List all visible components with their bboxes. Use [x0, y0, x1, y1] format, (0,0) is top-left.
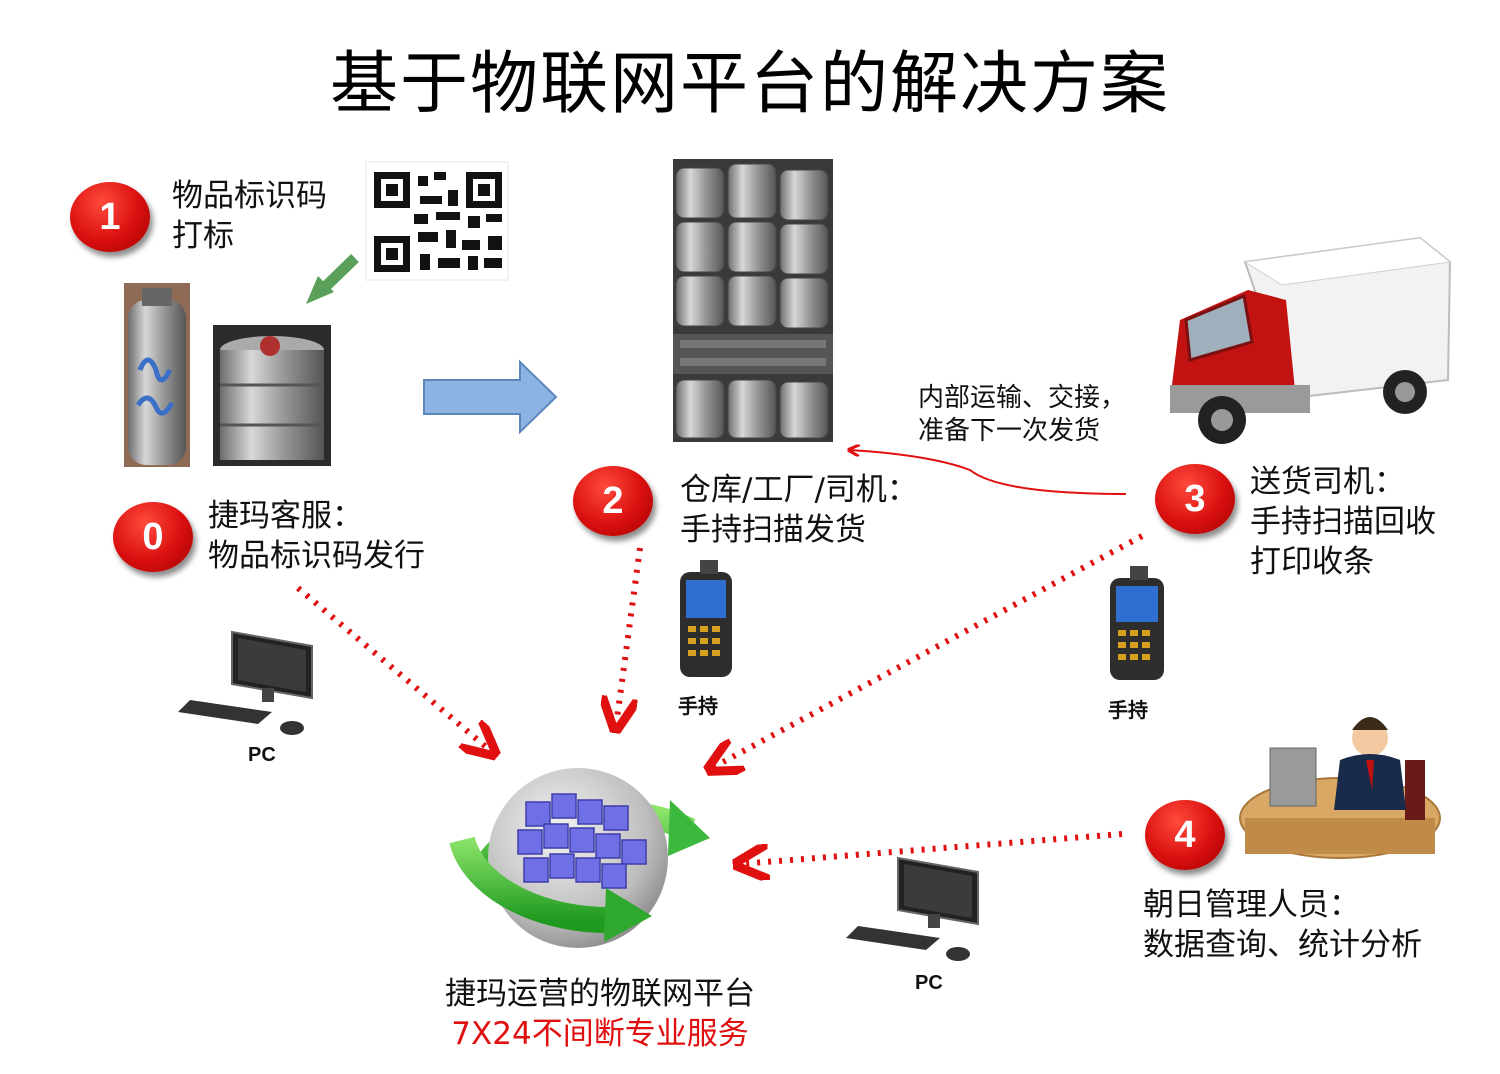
transport-note: 内部运输、交接， 准备下一次发货: [918, 383, 1127, 446]
green-arrow-icon: [306, 254, 359, 304]
step-3-label: 送货司机： 手持扫描回收 打印收条: [1250, 464, 1436, 580]
warehouse-kegs-image: [673, 159, 833, 442]
flow-arrow-2: [616, 547, 643, 726]
page-title: 基于物联网平台的解决方案: [329, 45, 1170, 124]
step-2-label: 仓库/工厂/司机： 手持扫描发货: [680, 472, 918, 548]
qr-code-icon: [365, 161, 509, 281]
pc-caption: PC: [248, 744, 276, 766]
handheld-scanner-icon: [1110, 566, 1164, 680]
step-badge-4: 4: [1145, 800, 1225, 870]
pc-caption: PC: [915, 972, 943, 994]
step-badge-3: 3: [1155, 464, 1235, 534]
return-flow-arrow: [850, 450, 1127, 495]
platform-service-caption: 7X24不间断专业服务: [451, 1016, 749, 1052]
pc-icon: [178, 630, 313, 735]
handheld-caption: 手持: [678, 696, 718, 718]
handheld-caption: 手持: [1108, 700, 1148, 722]
flow-arrow-3: [712, 533, 1144, 768]
step-badge-1: 1: [70, 182, 150, 252]
keg-image: [213, 325, 331, 466]
gas-cylinder-image: [124, 283, 190, 467]
platform-caption: 捷玛运营的物联网平台 7X24不间断专业服务: [430, 974, 770, 1054]
pc-icon: [846, 856, 979, 961]
step-1-label: 物品标识码 打标: [172, 178, 327, 254]
iot-platform-icon: [449, 768, 710, 948]
step-badge-2: 2: [573, 466, 653, 536]
step-4-label: 朝日管理人员： 数据查询、统计分析: [1143, 887, 1422, 963]
truck-icon: [1170, 236, 1452, 444]
flow-arrow-0: [296, 585, 492, 752]
step-0-label: 捷玛客服： 物品标识码发行: [208, 498, 425, 574]
step-badge-0: 0: [113, 502, 193, 572]
handheld-scanner-icon: [680, 560, 732, 677]
manager-at-desk-icon: [1239, 717, 1441, 859]
blue-right-arrow-icon: [423, 359, 558, 435]
flow-arrow-4: [740, 831, 1123, 864]
